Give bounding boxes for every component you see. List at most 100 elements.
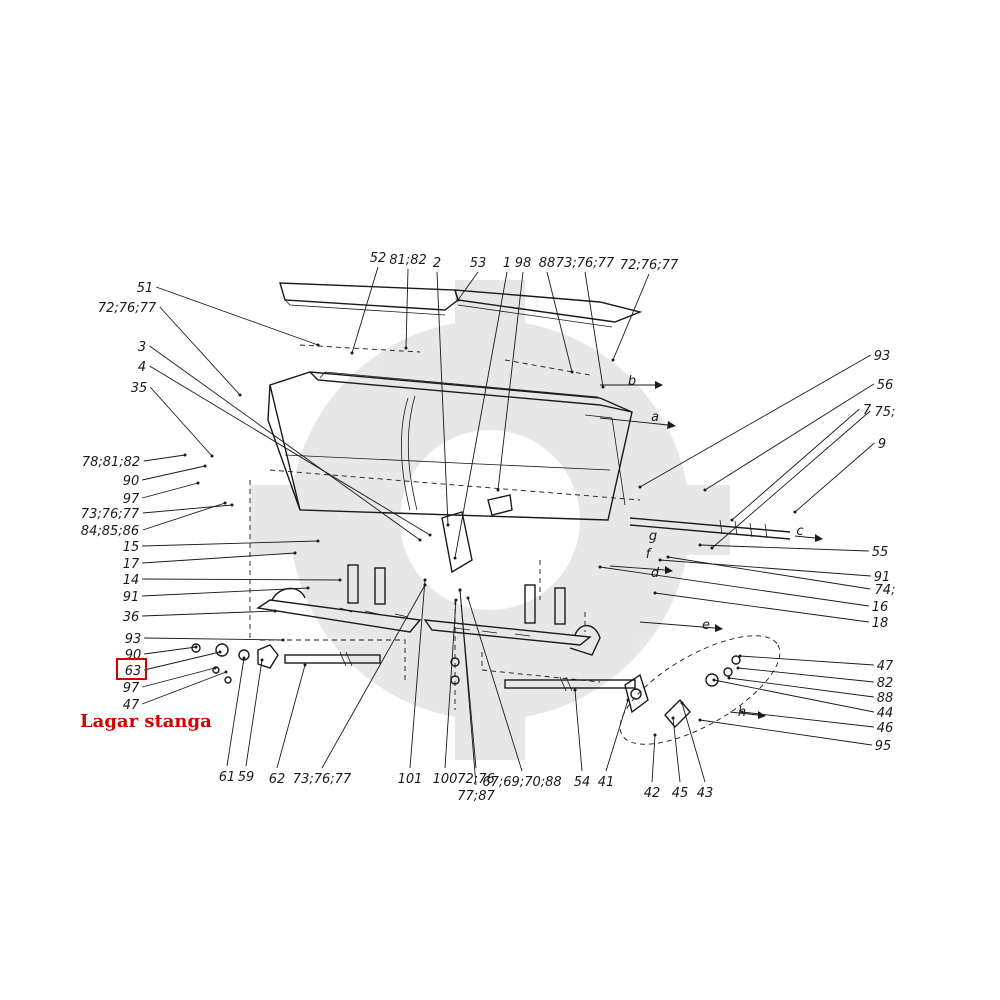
leader-end-c4 [428, 533, 432, 537]
leader-end-c51 [316, 343, 320, 347]
leader-end-c98 [496, 488, 500, 492]
leader-end-c7 [730, 518, 734, 522]
leader-c51 [156, 286, 319, 346]
leader-end-c88a [570, 370, 574, 374]
leader-end-c84 [223, 501, 227, 505]
leader-end-c1 [453, 556, 457, 560]
callout-c9: 9 [878, 437, 886, 452]
callout-c74: 74; [875, 583, 896, 598]
leader-end-c17 [293, 551, 297, 555]
callout-c73b: 73;76;77 [556, 256, 615, 271]
callout-c98: 98 [515, 256, 532, 271]
leader-c1 [454, 271, 508, 559]
leader-end-c90b [194, 645, 198, 649]
callout-c45: 45 [672, 786, 689, 801]
leader-end-c18 [653, 591, 657, 595]
leader-end-c43 [680, 701, 684, 705]
leader-c44 [713, 679, 874, 713]
leader-end-c97b [213, 666, 217, 670]
callout-c62: 62 [269, 772, 286, 787]
callout-c59: 59 [238, 770, 255, 785]
callout-c63: 63 [125, 664, 142, 679]
callout-c93b: 93 [125, 632, 142, 647]
leader-end-c72a [238, 393, 242, 397]
leader-end-c44 [712, 678, 716, 682]
leader-end-c45 [671, 716, 675, 720]
leader-c47b [739, 655, 874, 666]
leader-end-c54 [573, 688, 577, 692]
leader-end-c91b [658, 558, 662, 562]
leader-end-c47a [224, 670, 228, 674]
leader-end-c59 [260, 658, 264, 662]
leader-c52 [351, 266, 379, 354]
leader-end-c16 [598, 565, 602, 569]
leader-c81 [405, 268, 409, 349]
leader-c42 [651, 734, 656, 783]
leader-c14 [142, 578, 341, 581]
callout-c88b: 88 [877, 691, 894, 706]
callout-c72b: 72;76;77 [620, 258, 679, 273]
callout-c95: 95 [875, 739, 892, 754]
callout-labels: 5172;76;77343578;81;82909773;76;7784;85;… [81, 251, 896, 804]
leader-end-c2 [446, 523, 450, 527]
leader-end-c73a [230, 503, 234, 507]
leader-end-c97a [196, 481, 200, 485]
leader-c72b [612, 273, 650, 361]
callout-c41: 41 [598, 775, 615, 790]
leader-end-c47b [738, 654, 742, 658]
leader-end-c35 [210, 454, 214, 458]
leader-c73a [142, 504, 233, 514]
callout-c3: 3 [138, 340, 146, 355]
leader-c16 [599, 566, 869, 607]
callout-c15: 15 [123, 540, 140, 555]
leader-c93a [639, 354, 872, 488]
leader-c7 [731, 408, 860, 521]
leader-end-c91a [306, 586, 310, 590]
leader-end-c55 [698, 543, 702, 547]
top-cover-plate [279, 282, 643, 328]
leader-c9 [794, 442, 875, 513]
leader-c95 [699, 719, 872, 746]
callout-c78: 78;81;82 [82, 455, 140, 470]
callout-c35: 35 [131, 381, 148, 396]
leader-end-c95 [698, 718, 702, 722]
callout-c4: 4 [138, 360, 146, 375]
leader-c55 [699, 544, 869, 552]
leader-end-c56 [703, 488, 707, 492]
highlight-box-63 [116, 658, 147, 680]
leader-end-c73b [601, 385, 605, 389]
callout-c61: 61 [219, 770, 236, 785]
leader-end-c74 [666, 555, 670, 559]
leader-c75 [711, 410, 871, 549]
leader-end-c15 [316, 539, 320, 543]
callout-c53: 53 [470, 256, 487, 271]
callout-c17: 17 [123, 557, 140, 572]
leader-c47a [142, 671, 227, 705]
leader-c91a [142, 587, 309, 597]
leader-c91b [659, 559, 871, 577]
leader-c3 [149, 345, 421, 541]
callout-c97b: 97 [123, 681, 140, 696]
leader-end-c3 [418, 538, 422, 542]
callout-c1: 1 [503, 256, 511, 271]
callout-c46: 46 [877, 721, 894, 736]
leader-end-c67 [466, 596, 470, 600]
assembly-lines [249, 344, 641, 683]
leader-end-c72b [611, 358, 615, 362]
leader-c56 [704, 383, 875, 491]
leader-c61 [226, 657, 245, 767]
callout-c97a: 97 [123, 492, 140, 507]
direction-letter-a: a [651, 410, 659, 425]
leader-end-c100 [454, 598, 458, 602]
callout-c75: 75; [875, 405, 896, 420]
leader-end-c52 [350, 351, 354, 355]
leader-end-c93b [281, 638, 285, 642]
agitator-shaft-55 [629, 517, 791, 540]
leader-end-c36 [273, 609, 277, 613]
leader-c43 [681, 702, 706, 783]
leader-end-c81 [404, 346, 408, 350]
direction-letter-c: c [796, 524, 803, 539]
leader-c82 [737, 667, 874, 683]
leader-c90b [144, 646, 197, 655]
leader-end-c63 [218, 650, 222, 654]
